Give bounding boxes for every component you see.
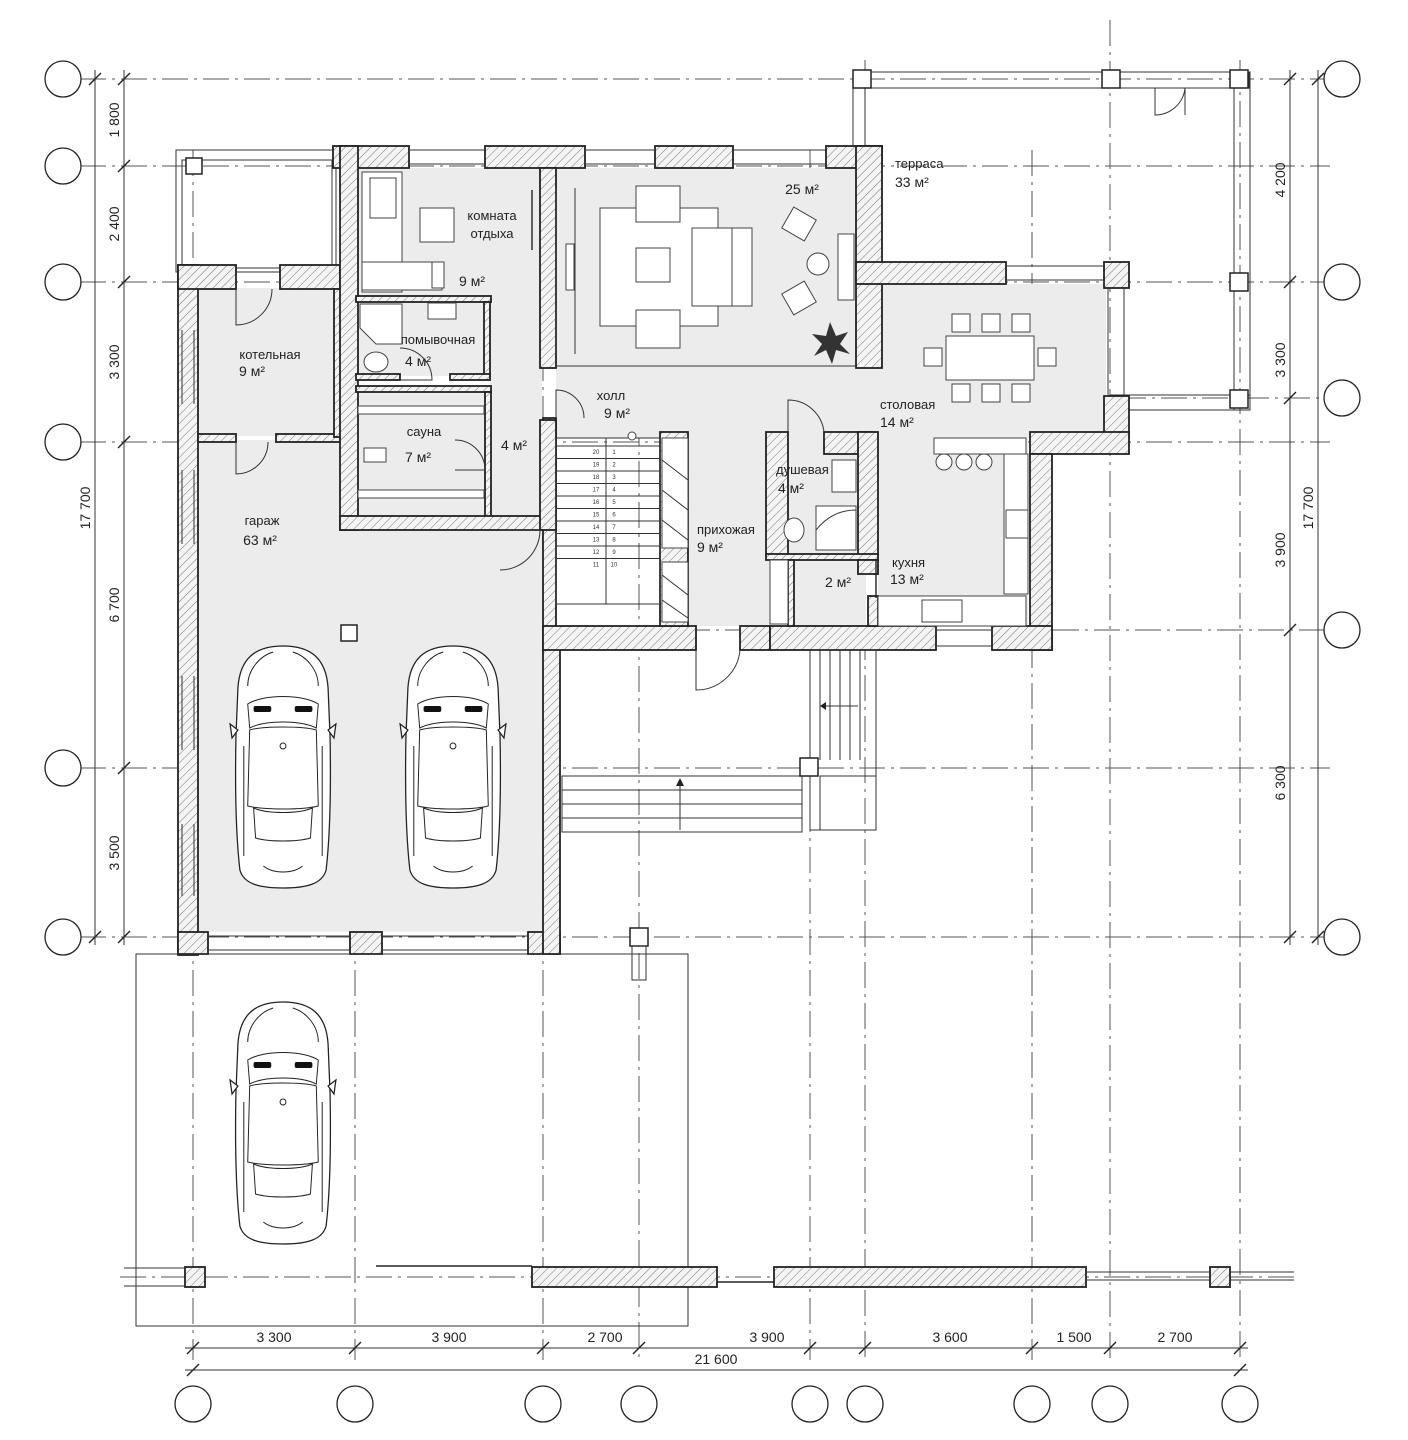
sauna-name: сауна [407,424,442,439]
hall-name: холл [597,388,625,403]
terrace-name: терраса [895,156,944,171]
axis-bubbles [44,60,1361,1423]
lounge-name-line2: отдыха [471,226,515,241]
entrance-name: прихожая [697,522,755,537]
lounge-name-line1: комната [467,208,517,223]
living-area: 25 м² [785,181,819,197]
stair-step-number: 16 [593,500,600,506]
pantry-area: 2 м² [825,574,851,590]
stairs-shaft [661,437,689,623]
dim-right-2: 3 300 [1272,342,1288,377]
dim-left-2: 2 400 [106,206,122,241]
dining-area: 14 м² [880,414,914,430]
kitchen-area: 13 м² [890,571,924,587]
small-room-area: 4 м² [501,437,527,453]
dim-left-3: 3 300 [106,344,122,379]
boiler-name: котельная [239,347,300,362]
sauna-area: 7 м² [405,449,431,465]
doors [235,188,877,691]
stair-step-number: 12 [593,550,600,556]
dim-bottom-2: 3 900 [431,1329,466,1345]
dimension-labels: 1 800 2 400 3 300 6 700 3 500 17 700 4 2… [77,102,1316,1367]
stair-step-number: 17 [593,488,600,494]
garage-area: 63 м² [243,532,277,548]
walls [177,145,1130,956]
dim-left-4: 6 700 [106,587,122,622]
stair-step-number: 13 [593,538,600,544]
garage-name: гараж [245,513,280,528]
washroom-name: помывочная [401,332,475,347]
dim-left-total: 17 700 [77,486,93,529]
dim-bottom-5: 3 600 [932,1329,967,1345]
dimension-lines [88,70,1325,1377]
stair-step-number: 5 [612,500,616,506]
stair-step-number: 8 [612,538,616,544]
stair-step-number: 15 [593,513,600,519]
dim-bottom-1: 3 300 [256,1329,291,1345]
stair-step-number: 19 [593,463,600,469]
dim-bottom-total: 21 600 [695,1351,738,1367]
left-annex-outline [175,149,337,273]
shower-name: душевая [776,462,829,477]
stair-step-number: 7 [612,525,616,531]
stair-step-number: 1 [612,450,616,456]
entrance-porch [340,624,877,833]
washroom-area: 4 м² [405,353,431,369]
stair-step-number: 11 [593,563,600,569]
boiler-area: 9 м² [239,363,265,379]
stair-step-number: 6 [612,513,616,519]
dim-bottom-3: 2 700 [587,1329,622,1345]
site-driveway [124,927,1294,1327]
room-labels: комната отдыха 9 м² 25 м² терраса 33 м² … [239,156,944,590]
hall-area: 9 м² [604,405,630,421]
dim-right-4: 6 300 [1272,765,1288,800]
stair-step-number: 18 [593,475,600,481]
dim-left-1: 1 800 [106,102,122,137]
car-1 [229,645,337,889]
stair-step-number: 2 [612,463,616,469]
shower-area: 4 м² [778,480,804,496]
dim-right-3: 3 900 [1272,532,1288,567]
terrace-outline [852,69,1251,411]
stair-step-number: 10 [611,563,618,569]
dim-right-1: 4 200 [1272,162,1288,197]
car-2 [399,645,507,889]
stair-step-number: 14 [593,525,600,531]
dim-bottom-7: 2 700 [1157,1329,1192,1345]
stair-step-number: 20 [593,450,600,456]
dim-left-5: 3 500 [106,835,122,870]
stair-step-number: 9 [612,550,616,556]
kitchen-name: кухня [892,555,925,570]
stair-step-number: 3 [612,475,616,481]
dining-name: столовая [880,397,935,412]
plant-icon [812,322,850,364]
stair-step-number: 4 [612,488,616,494]
car-3 [229,1001,337,1245]
windows [181,149,1125,951]
terrace-area: 33 м² [895,174,929,190]
lounge-area: 9 м² [459,273,485,289]
dim-bottom-6: 1 500 [1056,1329,1091,1345]
entrance-area: 9 м² [697,539,723,555]
dim-right-total: 17 700 [1300,486,1316,529]
furniture [357,171,1057,627]
dim-bottom-4: 3 900 [749,1329,784,1345]
